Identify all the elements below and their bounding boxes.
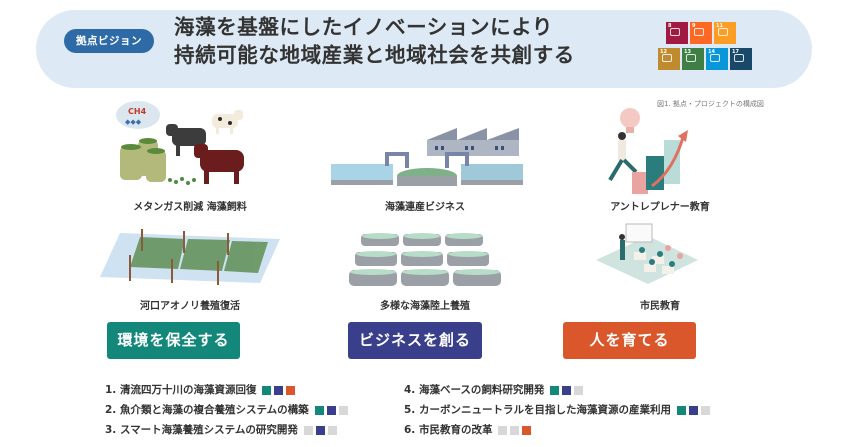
sdg-goal-13-icon: 13	[682, 48, 704, 70]
label-land-culture: 多様な海藻陸上養殖	[380, 301, 470, 312]
project-label: 6. 市民教育の改革	[404, 424, 493, 436]
project-item-1: 1. 清流四万十川の海藻資源回復	[105, 380, 348, 400]
pillar-marker-teal-icon	[550, 385, 560, 395]
ch4-text: CH4	[128, 107, 147, 116]
label-seaweed-business: 海藻連産ビジネス	[385, 202, 465, 213]
pillar-develop-people: 人を育てる	[563, 322, 696, 359]
pillar-marker-navy-icon	[315, 425, 325, 435]
project-item-6: 6. 市民教育の改革	[404, 420, 710, 440]
project-label: 1. 清流四万十川の海藻資源回復	[105, 384, 257, 396]
citizen-education-illustration	[596, 223, 698, 284]
pillar-marker-gray-icon	[303, 425, 313, 435]
aonori-farm-illustration	[100, 229, 280, 285]
headline-line-1: 海藻を基盤にしたイノベーションにより	[174, 15, 553, 39]
pillar-marker-orange-icon	[522, 425, 532, 435]
sdg-goal-12-icon: 12	[658, 48, 680, 70]
sdg-glyph-icon	[734, 54, 744, 62]
project-item-2: 2. 魚介類と海藻の複合養殖システムの構築	[105, 400, 348, 420]
pillar-create-business: ビジネスを創る	[348, 322, 482, 359]
sdg-number: 11	[716, 23, 723, 29]
pillar-marker-gray-icon	[498, 425, 508, 435]
label-entrepreneur: アントレプレナー教育	[610, 202, 710, 213]
pillar-marker-teal-icon	[262, 385, 272, 395]
pillar-marker-gray-icon	[574, 385, 584, 395]
sdg-glyph-icon	[670, 28, 680, 36]
sdg-goal-17-icon: 17	[730, 48, 752, 70]
sdg-number: 17	[732, 49, 739, 55]
pillar-marker-teal-icon	[314, 405, 324, 415]
methane-feed-illustration: CH4 ◆◆◆	[116, 101, 244, 185]
figure-caption: 図1. 拠点・プロジェクトの構成図	[657, 100, 764, 108]
pillar-conserve-environment: 環境を保全する	[107, 322, 240, 359]
sdg-glyph-icon	[718, 28, 728, 36]
seaweed-business-illustration	[331, 128, 523, 186]
sdg-goal-11-icon: 11	[714, 22, 736, 44]
vision-badge: 拠点ビジョン	[64, 29, 154, 53]
pillar-marker-navy-icon	[688, 405, 698, 415]
project-label: 2. 魚介類と海藻の複合養殖システムの構築	[105, 404, 309, 416]
project-item-4: 4. 海藻ベースの飼料研究開発	[404, 380, 710, 400]
entrepreneur-illustration	[608, 108, 688, 194]
pillar-marker-gray-icon	[327, 425, 337, 435]
pillar-marker-orange-icon	[286, 385, 296, 395]
project-label: 5. カーボンニュートラルを目指した海藻資源の産業利用	[404, 404, 671, 416]
project-list-left: 1. 清流四万十川の海藻資源回復 2. 魚介類と海藻の複合養殖システムの構築 3. …	[105, 380, 348, 440]
project-list-right: 4. 海藻ベースの飼料研究開発 5. カーボンニュートラルを目指した海藻資源の産業…	[404, 380, 710, 440]
pillar-marker-gray-icon	[700, 405, 710, 415]
sdg-glyph-icon	[686, 54, 696, 62]
sdg-number: 12	[660, 49, 667, 55]
sdg-number: 14	[708, 49, 715, 55]
sdg-glyph-icon	[662, 54, 672, 62]
pillar-marker-teal-icon	[676, 405, 686, 415]
pillar-marker-gray-icon	[510, 425, 520, 435]
project-item-3: 3. スマート海藻養殖システムの研究開発	[105, 420, 348, 440]
vision-headline: 海藻を基盤にしたイノベーションにより 持続可能な地域産業と地域社会を共創する	[174, 13, 575, 69]
sdg-goal-14-icon: 14	[706, 48, 728, 70]
pillar-marker-gray-icon	[338, 405, 348, 415]
sdg-glyph-icon	[710, 54, 720, 62]
sdg-number: 9	[692, 23, 696, 29]
pillar-marker-navy-icon	[274, 385, 284, 395]
sdg-goal-8-icon: 8	[666, 22, 688, 44]
project-label: 4. 海藻ベースの飼料研究開発	[404, 384, 545, 396]
sdg-number: 13	[684, 49, 691, 55]
svg-text:◆◆◆: ◆◆◆	[125, 118, 142, 126]
project-item-5: 5. カーボンニュートラルを目指した海藻資源の産業利用	[404, 400, 710, 420]
land-culture-illustration	[349, 233, 501, 286]
label-aonori: 河口アオノリ養殖復活	[140, 301, 240, 312]
label-citizen-education: 市民教育	[640, 301, 680, 312]
pillar-marker-navy-icon	[562, 385, 572, 395]
sdg-glyph-icon	[694, 28, 704, 36]
sdg-goal-9-icon: 9	[690, 22, 712, 44]
project-label: 3. スマート海藻養殖システムの研究開発	[105, 424, 298, 436]
pillar-marker-navy-icon	[326, 405, 336, 415]
label-methane-feed: メタンガス削減 海藻飼料	[133, 202, 247, 213]
sdg-number: 8	[668, 23, 672, 29]
headline-line-2: 持続可能な地域産業と地域社会を共創する	[174, 43, 575, 67]
